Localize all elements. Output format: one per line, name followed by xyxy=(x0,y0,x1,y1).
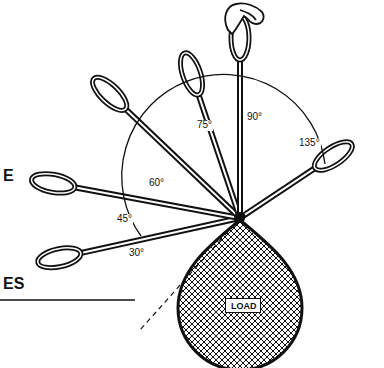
angle-label: 135° xyxy=(298,138,321,149)
sling xyxy=(36,209,242,271)
angle-arc xyxy=(122,74,325,236)
load-net xyxy=(178,220,302,368)
sling xyxy=(235,136,357,225)
slings xyxy=(30,16,357,271)
sling xyxy=(88,72,247,224)
hand xyxy=(225,3,263,34)
load-tag: LOAD xyxy=(225,298,261,313)
angle-label: 45° xyxy=(116,214,133,225)
angle-label: 90° xyxy=(246,112,263,123)
heading-fragment: ES xyxy=(2,276,25,293)
load-label: LOAD xyxy=(231,302,255,311)
angle-label: 60° xyxy=(148,178,165,189)
angle-label: 75° xyxy=(196,120,213,131)
angle-label: 30° xyxy=(128,248,145,259)
table-edge xyxy=(0,299,135,301)
sling xyxy=(30,171,242,227)
heading-fragment: E xyxy=(2,168,15,185)
knot xyxy=(235,213,245,223)
